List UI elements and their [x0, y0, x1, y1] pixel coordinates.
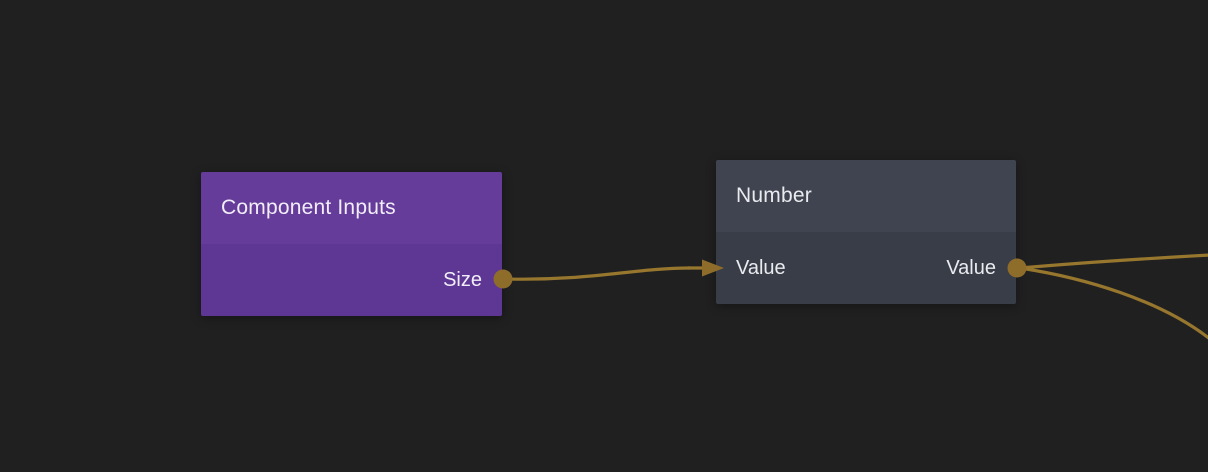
wire-size-to-value[interactable]	[504, 266, 692, 281]
port-row-value: Value Value	[716, 232, 1016, 304]
output-port-row-size: Size	[201, 244, 502, 316]
output-port-size[interactable]	[493, 269, 513, 289]
output-port-label-size: Size	[443, 268, 482, 291]
wire-value-offscreen-lower[interactable]	[1018, 266, 1208, 340]
node-title: Number	[736, 184, 812, 207]
node-component-inputs[interactable]: Component Inputs Size	[201, 172, 502, 316]
node-number[interactable]: Number Value Value	[716, 160, 1016, 304]
wire-value-offscreen-upper[interactable]	[1018, 253, 1208, 270]
node-component-inputs-body: Size	[201, 244, 502, 316]
node-title: Component Inputs	[221, 196, 396, 219]
node-number-body: Value Value	[716, 232, 1016, 304]
node-number-header[interactable]: Number	[716, 160, 1016, 232]
output-port-value[interactable]	[1007, 258, 1027, 278]
input-port-arrow-value[interactable]	[702, 259, 724, 277]
input-port-label-value: Value	[736, 256, 786, 279]
node-component-inputs-header[interactable]: Component Inputs	[201, 172, 502, 244]
output-port-label-value: Value	[946, 256, 996, 279]
